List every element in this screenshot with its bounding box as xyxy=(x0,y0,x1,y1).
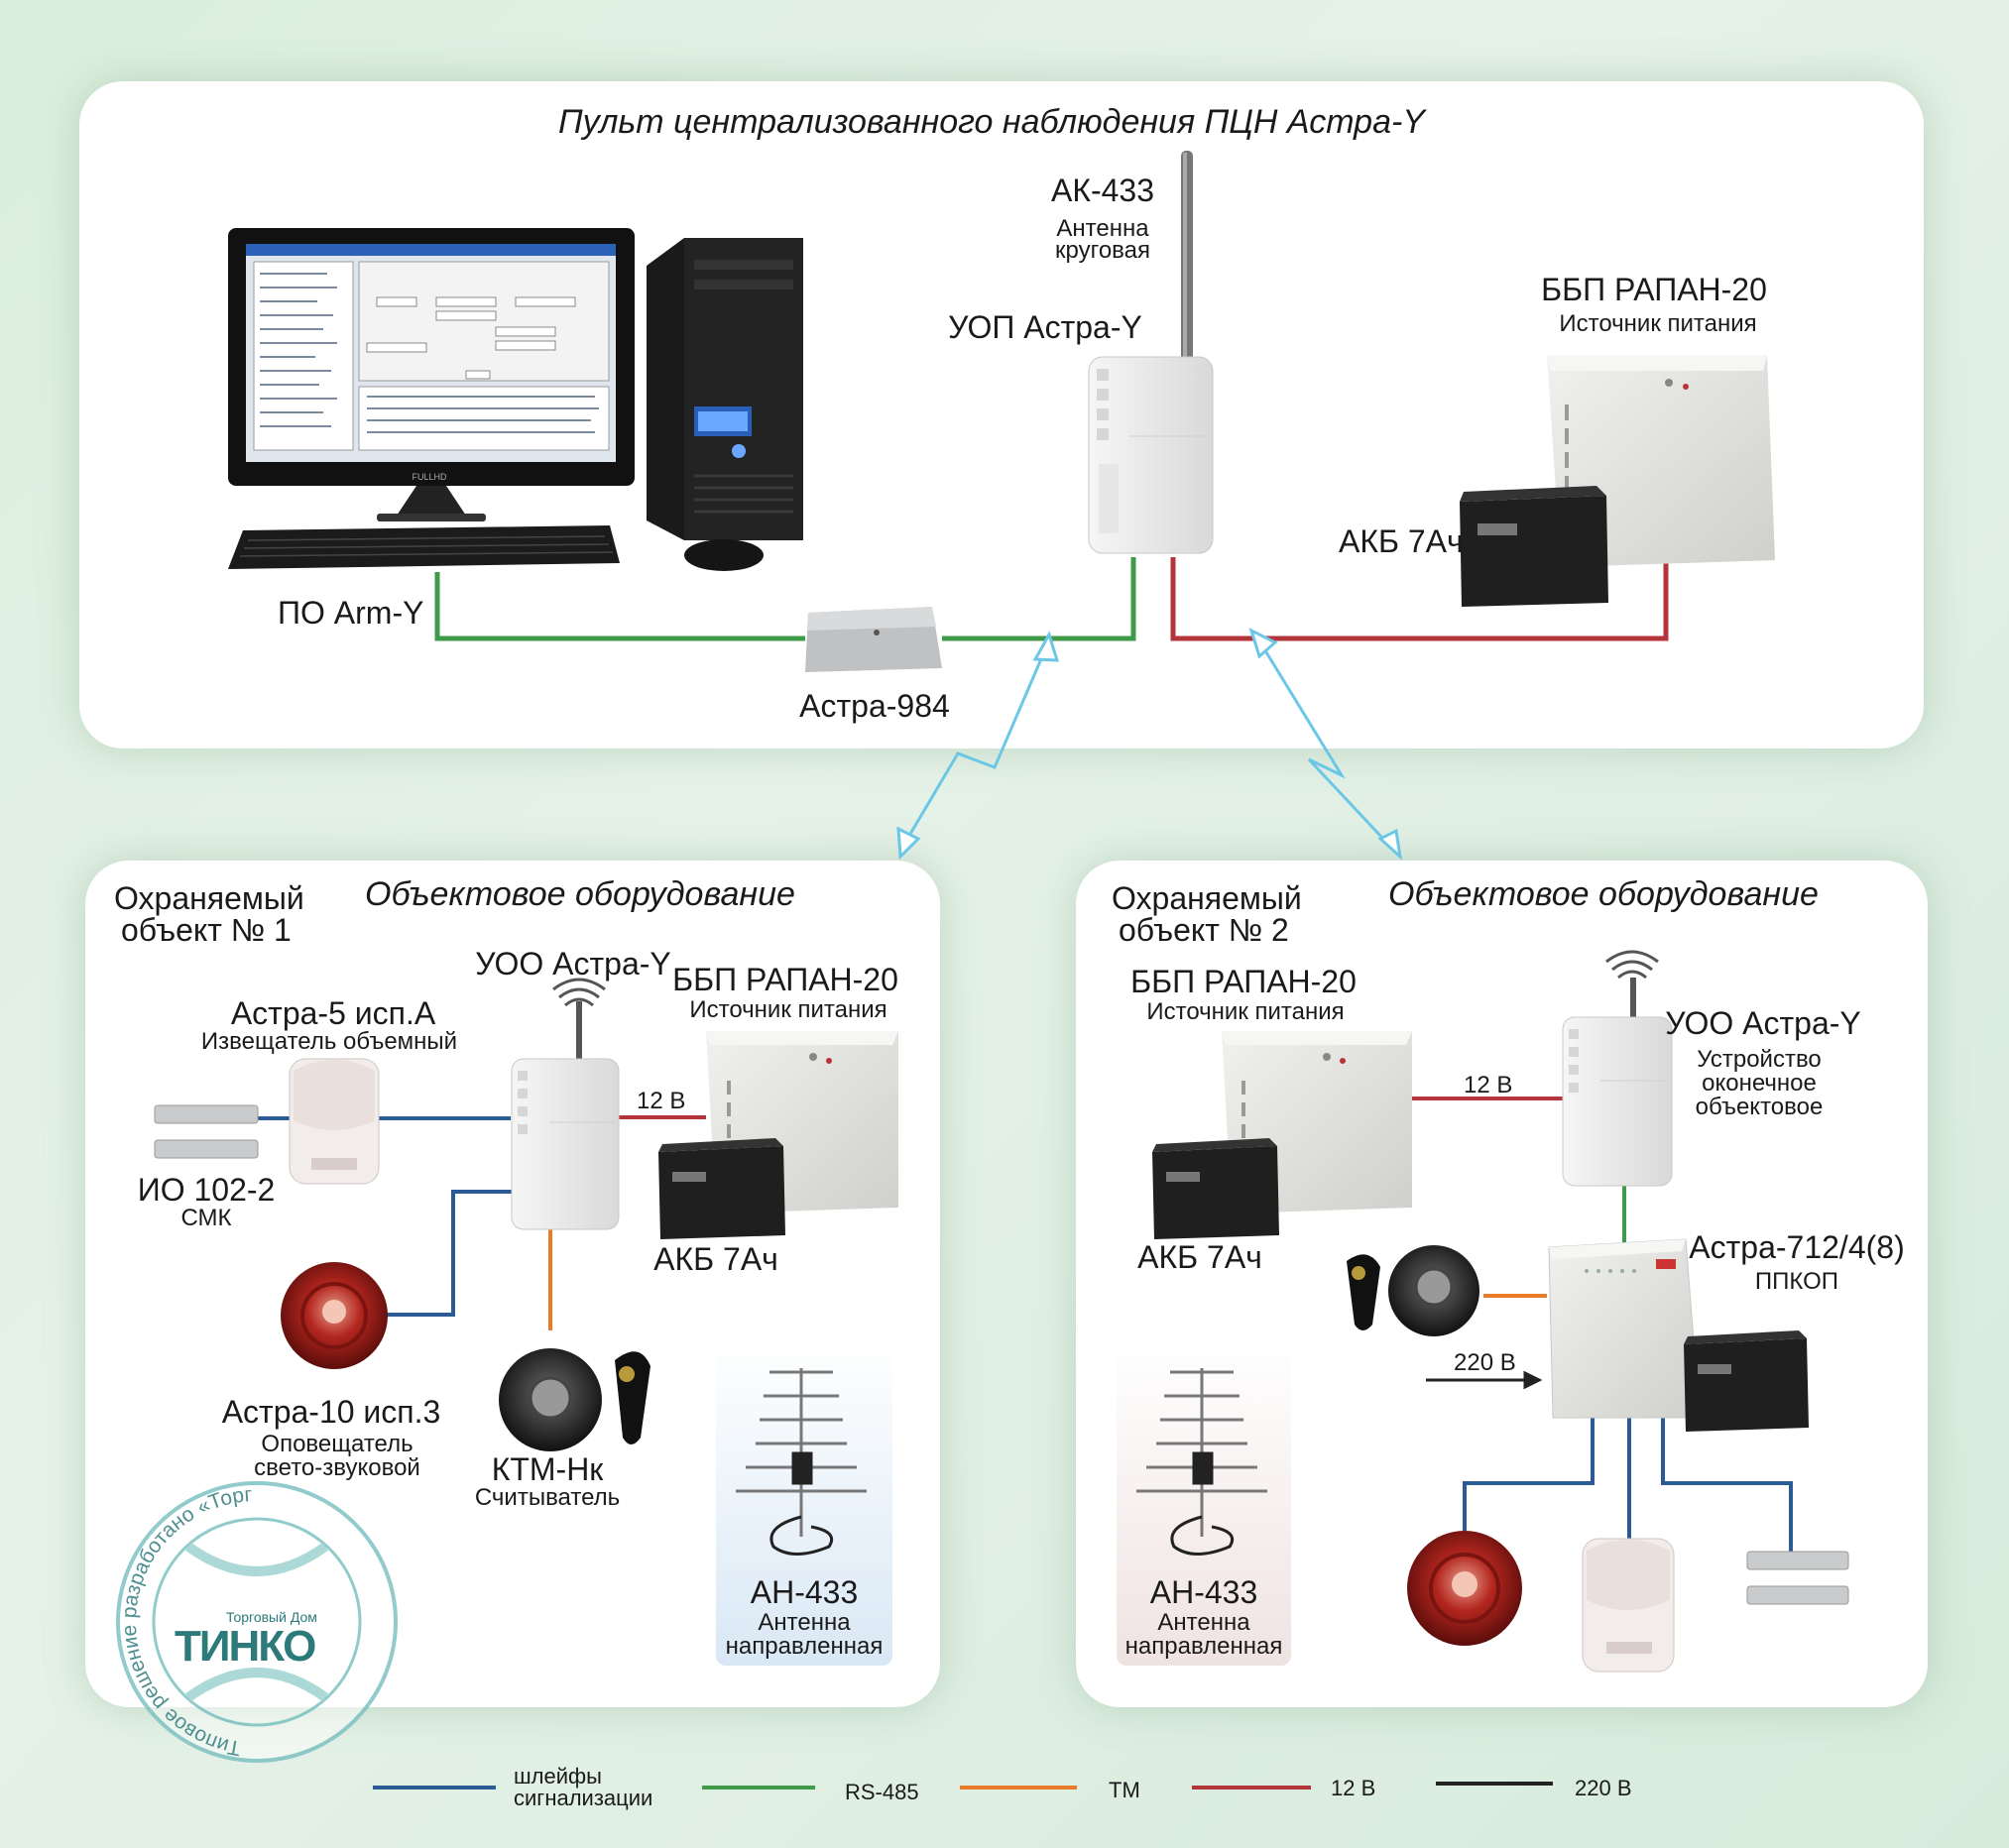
obj2-bbp-label: ББП РАПАН-20 xyxy=(1130,964,1357,999)
obj2-uoo-sub3: объектовое xyxy=(1695,1094,1824,1120)
obj1-an433-sub2: направленная xyxy=(725,1633,884,1660)
stamp-logo-text: ТИНКО xyxy=(175,1622,316,1671)
obj1-bbp-label: ББП РАПАН-20 xyxy=(672,962,898,997)
obj1-astra5-label: Астра-5 исп.А xyxy=(230,995,436,1031)
ak-433-sub2: круговая xyxy=(1055,237,1150,264)
astra-5-detector-obj2 xyxy=(1582,1538,1675,1673)
obj1-bbp-sub: Источник питания xyxy=(689,996,887,1023)
obj2-uoo-label: УОО Астра-Y xyxy=(1665,1005,1861,1041)
mouse xyxy=(684,539,764,571)
astra-984-converter xyxy=(805,607,942,672)
radio-link-1 xyxy=(898,639,1051,852)
obj1-title-line1: Охраняемый xyxy=(114,880,304,916)
obj2-12v-label: 12 В xyxy=(1464,1072,1513,1098)
akb-battery-obj1 xyxy=(658,1138,785,1239)
obj1-an433-sub1: Антенна xyxy=(758,1609,851,1636)
central-station-title: Пульт централизованного наблюдения ПЦН А… xyxy=(558,103,1425,141)
obj1-equipment-title: Объектовое оборудование xyxy=(365,875,795,913)
obj1-akb-label: АКБ 7Ач xyxy=(653,1241,778,1277)
legend-loops-line1: шлейфы xyxy=(514,1764,602,1789)
computer-monitor xyxy=(228,228,635,521)
obj1-astra10-sub2: свето-звуковой xyxy=(254,1454,420,1481)
po-arm-y-label: ПО Arm-Y xyxy=(278,595,424,631)
legend-loops-line2: сигнализации xyxy=(514,1786,653,1810)
loop-wire-obj2-smk xyxy=(1661,1418,1793,1559)
uoo-astra-y-obj1 xyxy=(511,1001,620,1230)
obj1-title-line2: объект № 1 xyxy=(121,912,292,948)
wifi-icon-obj1 xyxy=(552,978,606,1007)
obj2-akb-label: АКБ 7Ач xyxy=(1137,1239,1262,1275)
obj2-an433-sub1: Антенна xyxy=(1157,1609,1250,1636)
stamp-small-text: Торговый Дом xyxy=(226,1609,317,1625)
obj2-astra712-label: Астра-712/4(8) xyxy=(1689,1229,1905,1265)
v220-arrow xyxy=(1426,1370,1543,1390)
astra-10-siren-obj1 xyxy=(281,1262,388,1369)
power-wire-top xyxy=(1170,557,1669,641)
obj2-uoo-sub2: оконечное xyxy=(1702,1070,1817,1097)
obj2-astra712-sub: ППКОП xyxy=(1754,1268,1839,1295)
akb-battery-astra-712 xyxy=(1684,1330,1809,1432)
uop-label: УОП Астра-Y xyxy=(948,309,1142,345)
obj1-io-label: ИО 102-2 xyxy=(137,1172,276,1208)
legend-tm: ТМ xyxy=(1109,1778,1140,1802)
smk-obj2 xyxy=(1746,1551,1849,1605)
obj2-uoo-sub1: Устройство xyxy=(1697,1046,1822,1073)
obj2-bbp-sub: Источник питания xyxy=(1146,998,1345,1025)
obj1-ktm-label: КТМ-Нк xyxy=(491,1451,604,1487)
obj1-astra10-label: Астра-10 исп.3 xyxy=(221,1394,441,1430)
akb-top-label: АКБ 7Ач xyxy=(1339,523,1464,559)
keyboard xyxy=(228,525,620,569)
bbp-top-label: ББП РАПАН-20 xyxy=(1541,272,1767,307)
obj2-an433-sub2: направленная xyxy=(1124,1633,1283,1660)
akb-battery-top xyxy=(1460,486,1608,607)
obj1-io-sub: СМК xyxy=(180,1205,232,1231)
obj2-title-line2: объект № 2 xyxy=(1119,912,1289,948)
obj2-220v-label: 220 В xyxy=(1454,1349,1516,1376)
an-433-antenna-obj1 xyxy=(736,1368,867,1556)
monitor-brand: FULLHD xyxy=(412,472,447,482)
legend-rs485: RS-485 xyxy=(845,1780,919,1804)
touch-memory-key-obj1 xyxy=(615,1351,650,1444)
an-433-antenna-obj2 xyxy=(1136,1368,1267,1556)
obj1-ktm-sub: Считыватель xyxy=(474,1484,621,1511)
tinko-stamp xyxy=(116,1481,398,1763)
ktm-reader-obj2 xyxy=(1388,1245,1479,1336)
obj1-12v-label: 12 В xyxy=(637,1088,686,1114)
io-102-2-smk xyxy=(154,1104,259,1159)
obj1-an433-label: АН-433 xyxy=(750,1574,859,1610)
obj1-uoo-label: УОО Астра-Y xyxy=(475,946,671,982)
uoo-astra-y-obj2 xyxy=(1562,978,1673,1187)
astra-712-panel xyxy=(1548,1238,1701,1419)
ak-433-sub1: Антенна xyxy=(1056,215,1149,242)
legend-220v: 220 В xyxy=(1575,1776,1632,1800)
pc-tower xyxy=(647,238,803,540)
wifi-icon-obj2 xyxy=(1605,950,1659,980)
astra-984-label: Астра-984 xyxy=(799,688,950,724)
touch-memory-key-obj2 xyxy=(1347,1254,1380,1330)
legend-12v: 12 В xyxy=(1331,1776,1376,1800)
ktm-nk-reader-obj1 xyxy=(499,1348,602,1451)
obj2-title-line1: Охраняемый xyxy=(1112,880,1302,916)
bbp-top-sub: Источник питания xyxy=(1559,310,1757,337)
loop-wire-astra10 xyxy=(382,1190,514,1317)
uop-astra-y-device xyxy=(1088,356,1214,554)
astra-5-detector xyxy=(289,1058,380,1185)
rs485-wire-top xyxy=(434,572,805,641)
radio-link-2 xyxy=(1253,634,1398,855)
astra-10-siren-obj2 xyxy=(1407,1531,1522,1646)
obj2-an433-label: АН-433 xyxy=(1149,1574,1258,1610)
loop-wire-obj2-siren xyxy=(1463,1418,1595,1531)
ak-433-label: АК-433 xyxy=(1050,173,1155,208)
obj1-astra5-sub: Извещатель объемный xyxy=(200,1028,458,1055)
obj2-equipment-title: Объектовое оборудование xyxy=(1388,875,1819,913)
obj1-astra10-sub1: Оповещатель xyxy=(261,1431,414,1457)
akb-battery-obj2 xyxy=(1152,1138,1279,1239)
rs485-wire-top-2 xyxy=(942,557,1136,641)
